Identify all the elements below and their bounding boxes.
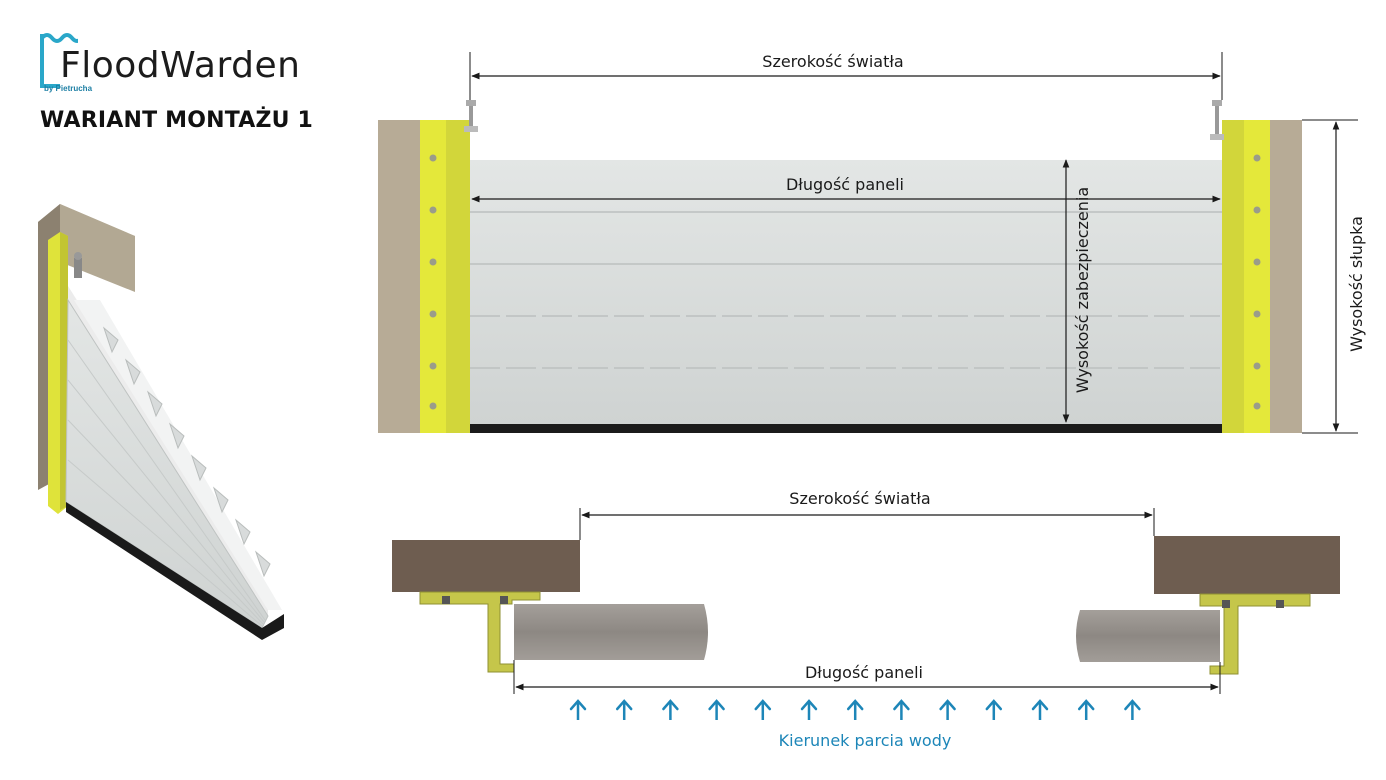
wall-left (378, 120, 420, 433)
post-bolts (429, 154, 1261, 410)
water-arrow-icon (939, 699, 956, 720)
water-arrow-icon (1031, 699, 1049, 720)
perspective-view (38, 204, 284, 640)
bracket-right (1199, 593, 1311, 675)
clamp-right-icon (1210, 100, 1224, 140)
wall-right-top (1154, 536, 1340, 594)
water-arrow-icon (800, 699, 818, 720)
water-arrow-icon (893, 699, 910, 720)
bracket-left (419, 591, 541, 673)
panel-cross-section (74, 300, 282, 610)
water-arrow-icon (569, 699, 587, 720)
wall-front (60, 204, 135, 292)
clamp-left-icon (464, 100, 478, 132)
water-arrow-icon (615, 699, 633, 720)
panel-face (65, 298, 269, 629)
panel-length-label-top: Długość paneli (805, 663, 923, 682)
protection-height-label: Wysokość zabezpieczenia (1073, 187, 1092, 393)
water-arrow-icon (754, 699, 772, 720)
logo-wave-icon (40, 33, 78, 88)
opening-width-label: Szerokość światła (762, 52, 903, 71)
brand-byline: by Pietrucha (44, 84, 93, 93)
water-arrow-icon (846, 699, 864, 720)
water-arrow-icon (1124, 699, 1141, 720)
panel-end-right (1076, 610, 1220, 662)
page-title: WARIANT MONTAŻU 1 (40, 108, 314, 133)
front-view: Szerokość światła Długość paneli Wysokoś… (378, 52, 1366, 434)
opening-width-label-top: Szerokość światła (789, 489, 930, 508)
bottom-seal (470, 424, 1222, 433)
top-view: Szerokość światła Długość paneli Kierune… (392, 489, 1340, 750)
post-height-label: Wysokość słupka (1347, 216, 1366, 352)
panel-length-label: Długość paneli (786, 175, 904, 194)
water-direction-label: Kierunek parcia wody (779, 731, 952, 750)
water-arrow-icon (708, 699, 725, 720)
brand-name: FloodWarden (60, 45, 301, 86)
water-arrow-icon (662, 699, 679, 720)
wall-right (1270, 120, 1302, 433)
panel-stack (470, 160, 1222, 424)
wall-left-top (392, 540, 580, 592)
water-pressure-arrows (569, 699, 1141, 720)
water-arrow-icon (985, 699, 1003, 720)
floodwarden-logo: FloodWarden by Pietrucha (38, 30, 348, 100)
water-arrow-icon (1077, 699, 1095, 720)
panel-end-left (514, 604, 708, 660)
